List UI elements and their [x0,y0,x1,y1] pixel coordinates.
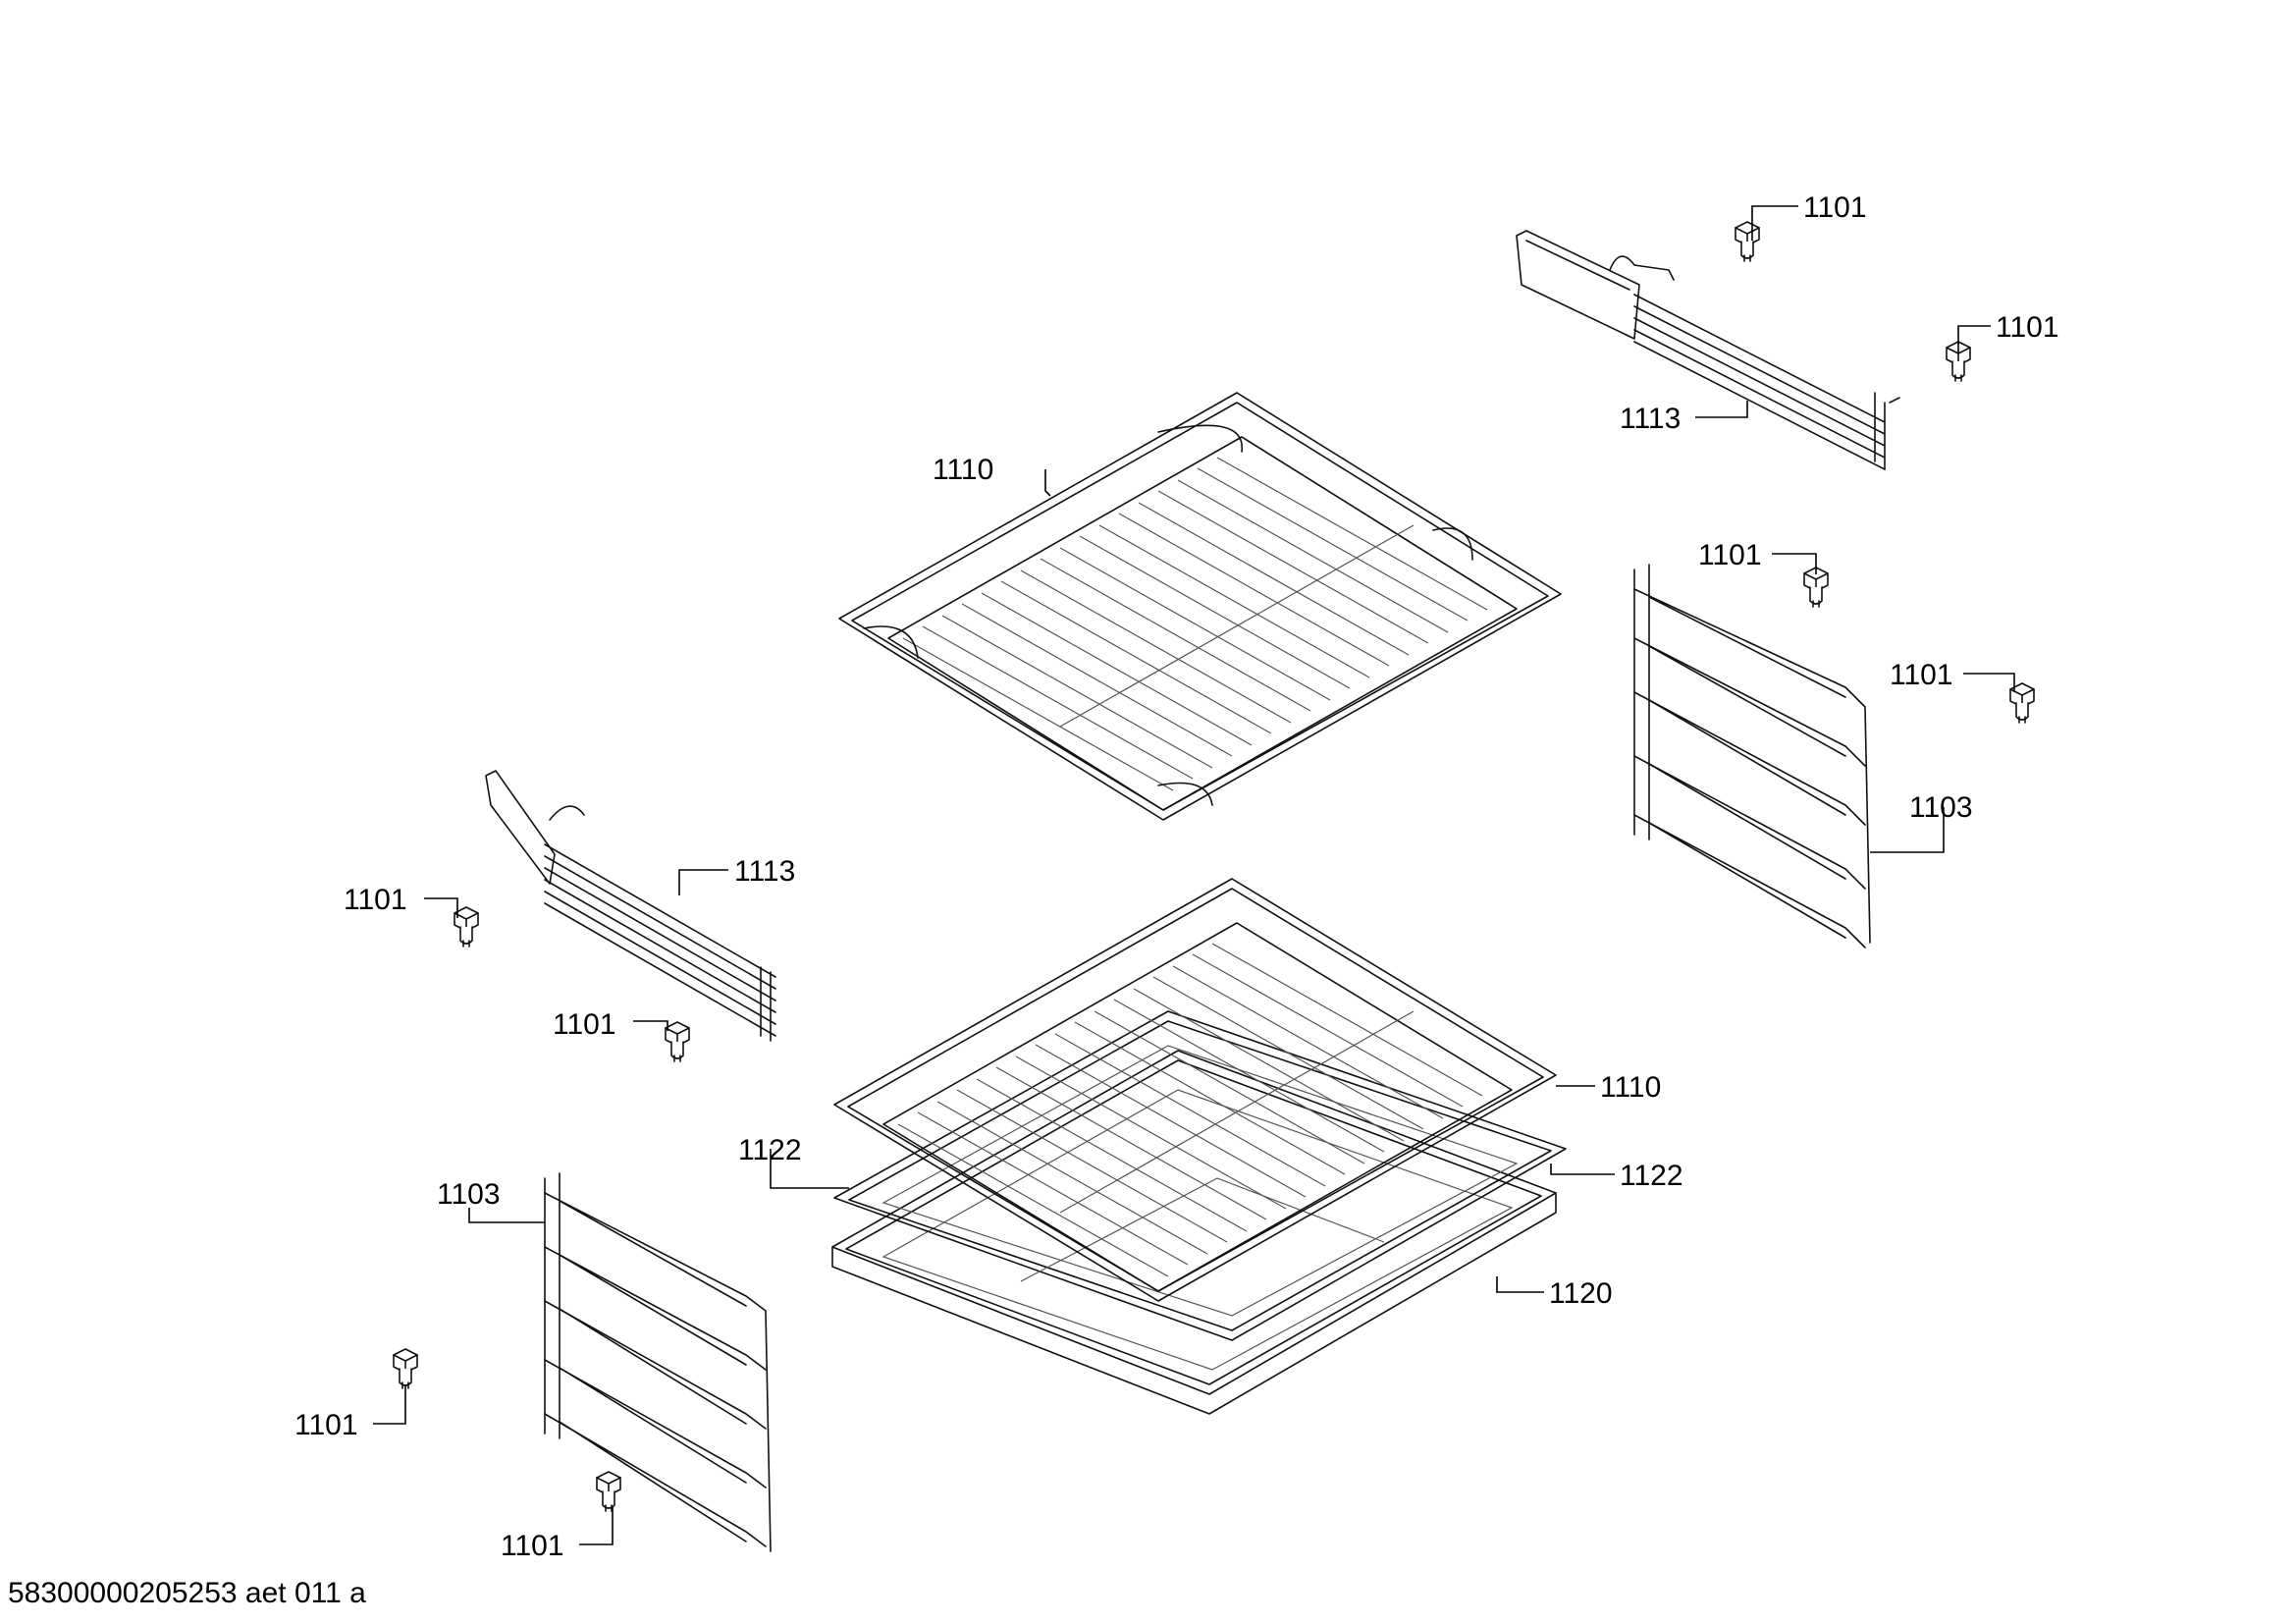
callout-1103: 1103 [437,1178,501,1211]
telescopic-rail-lower-left [485,770,776,1042]
leader-line [1695,401,1748,418]
clip-icon [596,1471,621,1512]
callout-1103: 1103 [1909,791,1973,824]
grid-shelf-lower [833,878,1557,1302]
drawing-code: 58300000205253 aet 011 a [8,1577,366,1609]
leader-line [1496,1276,1544,1293]
callout-1101: 1101 [344,884,407,916]
side-rack-right [1633,564,1871,948]
callout-1101: 1101 [1698,539,1762,571]
clip-icon [665,1021,690,1062]
leader-line [1963,673,2015,692]
leader-line [1044,469,1051,497]
callout-1101: 1101 [1996,311,2059,344]
grid-shelf-upper [838,392,1562,821]
callout-1120: 1120 [1549,1277,1613,1310]
leader-line [1772,553,1817,574]
clip-icon [1735,221,1760,262]
leader-line [1870,807,1945,853]
baking-tray-1120 [831,1050,1557,1415]
leader-line [1550,1164,1615,1175]
callout-1101: 1101 [501,1530,564,1562]
callout-1110: 1110 [933,454,993,486]
callout-1110: 1110 [1600,1071,1661,1104]
callout-1101: 1101 [1890,659,1953,691]
leader-line [424,897,458,918]
callout-1101: 1101 [1803,191,1867,224]
side-rack-left [544,1172,772,1552]
callout-1122: 1122 [738,1134,802,1166]
leader-line [373,1384,406,1425]
leader-line [1957,325,1991,353]
callout-1101: 1101 [553,1008,616,1041]
clip-icon [393,1348,418,1389]
leader-line [633,1020,668,1031]
telescopic-rail-upper-right [1516,230,1900,470]
callout-1113: 1113 [1620,403,1681,435]
leader-line [770,1149,849,1189]
baking-tray-1122 [833,1010,1567,1341]
leader-line [579,1507,614,1545]
callout-1113: 1113 [734,855,795,888]
leader-line [1751,205,1798,241]
leader-line [468,1208,545,1223]
leader-line [678,869,728,895]
callout-1122: 1122 [1620,1160,1683,1192]
callout-1101: 1101 [294,1409,358,1441]
